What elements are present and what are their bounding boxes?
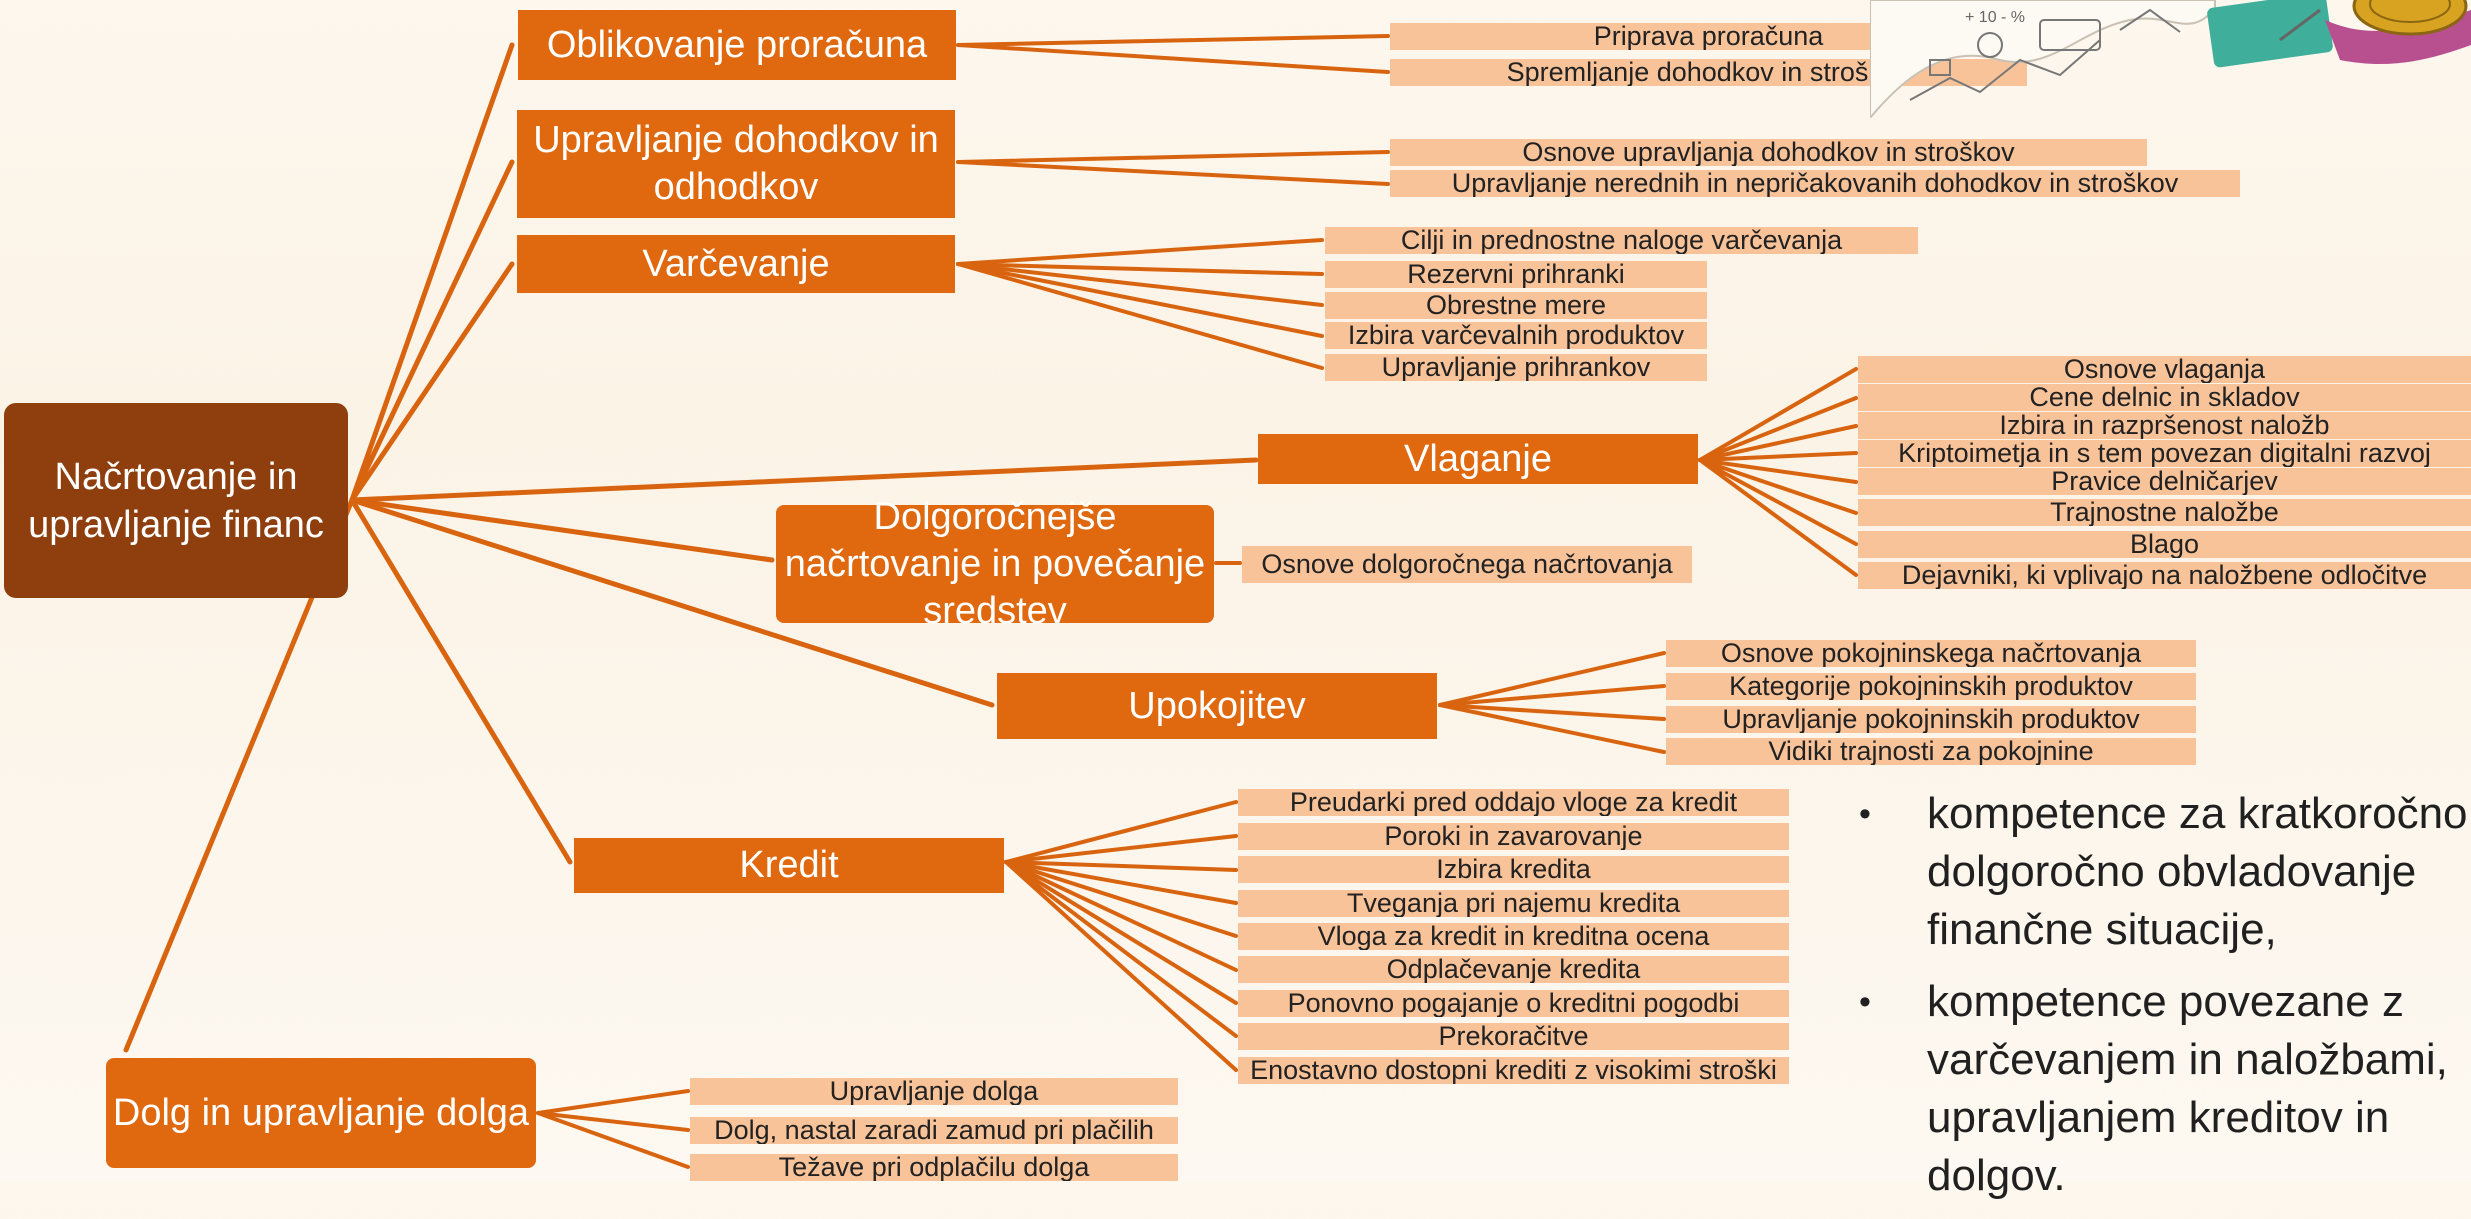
leaf-item: Obrestne mere xyxy=(1325,292,1707,319)
category-kredit: Kredit xyxy=(574,838,1004,893)
category-label: Oblikovanje proračuna xyxy=(546,23,928,66)
leaf-item: Težave pri odplačilu dolga xyxy=(690,1154,1178,1181)
bullet-item: kompetence povezane z varčevanjem in nal… xyxy=(1855,973,2471,1205)
leaf-item: Poroki in zavarovanje xyxy=(1238,823,1789,850)
category-label: Kredit xyxy=(739,844,839,886)
root-connector xyxy=(349,497,995,708)
leaf-item: Tveganja pri najemu kredita xyxy=(1238,890,1789,917)
branch-connector xyxy=(1438,703,1666,754)
coins-and-money-illustration-icon: + 10 - % xyxy=(1870,0,2471,118)
leaf-item: Prekoračitve xyxy=(1238,1023,1789,1050)
leaf-item: Cene delnic in skladov xyxy=(1858,384,2471,411)
branch-connector xyxy=(1004,860,1238,905)
leaf-item: Pravice delničarjev xyxy=(1858,468,2471,495)
leaf-item: Cilji in prednostne naloge varčevanja xyxy=(1325,227,1918,254)
leaf-item: Izbira kredita xyxy=(1238,856,1789,883)
leaf-item: Osnove vlaganja xyxy=(1858,356,2471,383)
branch-connector xyxy=(1004,860,1238,872)
branch-connector xyxy=(1698,458,1858,484)
branch-connector xyxy=(1698,458,1858,577)
leaf-item: Blago xyxy=(1858,531,2471,558)
branch-connector xyxy=(1698,451,1858,462)
leaf-item: Dolg, nastal zaradi zamud pri plačilih xyxy=(690,1117,1178,1144)
category-dolg: Dolg in upravljanje dolga xyxy=(106,1058,536,1168)
category-label: Dolgoročnejše načrtovanje in povečanje s… xyxy=(784,495,1206,632)
category-label: Upravljanje dohodkov in odhodkov xyxy=(533,119,939,208)
branch-connector xyxy=(1698,424,1858,462)
category-dolgorocnejse: Dolgoročnejše načrtovanje in povečanje s… xyxy=(776,496,1214,632)
branch-connector xyxy=(956,150,1390,164)
leaf-item: Upravljanje dolga xyxy=(690,1078,1178,1105)
connector-lines xyxy=(123,34,1858,1169)
leaf-item: Rezervni prihranki xyxy=(1325,261,1707,288)
category-upokojitev: Upokojitev xyxy=(997,673,1437,739)
root-label: Načrtovanje in upravljanje financ xyxy=(28,455,324,546)
branch-connector xyxy=(956,238,1324,266)
branch-connector xyxy=(1004,860,1238,1072)
leaf-item: Kriptoimetja in s tem povezan digitalni … xyxy=(1858,440,2471,467)
branch-connector xyxy=(1438,684,1666,707)
leaf-item: Osnove upravljanja dohodkov in stroškov xyxy=(1390,139,2147,166)
leaf-item: Trajnostne naložbe xyxy=(1858,499,2471,526)
category-varcevanje: Varčevanje xyxy=(517,235,955,293)
branch-connector xyxy=(536,1089,690,1115)
branch-connector xyxy=(1438,651,1666,707)
branch-connector xyxy=(1698,458,1858,515)
leaf-item: Vloga za kredit in kreditna ocena xyxy=(1238,923,1789,950)
leaf-item: Izbira in razpršenost naložb xyxy=(1858,412,2471,439)
branch-connector xyxy=(1438,703,1666,721)
leaf-item: Osnove pokojninskega načrtovanja xyxy=(1666,640,2196,667)
category-label: Vlaganje xyxy=(1404,437,1552,480)
leaf-item: Spremljanje dohodkov in stroškov xyxy=(1390,59,2027,86)
branch-connector xyxy=(956,43,1390,74)
leaf-item: Ponovno pogajanje o kreditni pogodbi xyxy=(1238,990,1789,1017)
leaf-item: Dejavniki, ki vplivajo na naložbene odlo… xyxy=(1858,562,2471,589)
branch-connector xyxy=(956,262,1324,307)
bullet-item: kompetence za kratkoročno dolgoročno obv… xyxy=(1855,785,2471,959)
branch-connector xyxy=(1698,367,1858,462)
root-node: Načrtovanje in upravljanje financ xyxy=(4,403,348,598)
root-connector xyxy=(349,497,775,563)
branch-connector xyxy=(1004,860,1238,938)
root-connector xyxy=(349,497,573,865)
branch-connector xyxy=(1698,396,1858,462)
leaf-item: Kategorije pokojninskih produktov xyxy=(1666,673,2196,700)
leaf-item: Osnove dolgoročnega načrtovanja xyxy=(1242,546,1692,583)
category-label: Dolg in upravljanje dolga xyxy=(112,1091,530,1134)
root-connector xyxy=(349,42,515,503)
root-connector xyxy=(349,261,515,503)
category-label: Upokojitev xyxy=(1128,684,1306,727)
leaf-item: Upravljanje pokojninskih produktov xyxy=(1666,706,2196,733)
leaf-item: Upravljanje prihrankov xyxy=(1325,354,1707,381)
branch-connector xyxy=(956,262,1324,276)
category-label: Varčevanje xyxy=(642,242,830,285)
branch-connector xyxy=(1004,860,1238,1005)
root-connector xyxy=(349,457,1259,503)
category-vlaganje: Vlaganje xyxy=(1258,434,1698,484)
leaf-item: Odplačevanje kredita xyxy=(1238,956,1789,983)
category-upravljanje-dohodkov: Upravljanje dohodkov in odhodkov xyxy=(517,110,955,218)
svg-text:+ 10 - %: + 10 - % xyxy=(1965,9,2025,26)
leaf-item: Izbira varčevalnih produktov xyxy=(1325,322,1707,349)
branch-connector xyxy=(536,1111,690,1132)
branch-connector xyxy=(1698,458,1858,546)
branch-connector xyxy=(956,34,1390,47)
leaf-item: Upravljanje nerednih in nepričakovanih d… xyxy=(1390,170,2240,197)
branch-connector xyxy=(956,262,1324,370)
branch-connector xyxy=(956,160,1390,186)
branch-connector xyxy=(1004,834,1238,864)
branch-connector xyxy=(1004,860,1238,972)
competence-bullets: kompetence za kratkoročno dolgoročno obv… xyxy=(1855,785,2471,1219)
leaf-item: Enostavno dostopni krediti z visokimi st… xyxy=(1238,1057,1789,1084)
branch-connector xyxy=(956,262,1324,338)
branch-connector xyxy=(1004,860,1238,1038)
leaf-item: Preudarki pred oddajo vloge za kredit xyxy=(1238,789,1789,816)
leaf-item: Vidiki trajnosti za pokojnine xyxy=(1666,738,2196,765)
branch-connector xyxy=(536,1111,690,1169)
branch-connector xyxy=(1004,800,1238,864)
root-connector xyxy=(349,159,515,503)
category-oblikovanje: Oblikovanje proračuna xyxy=(518,10,956,80)
